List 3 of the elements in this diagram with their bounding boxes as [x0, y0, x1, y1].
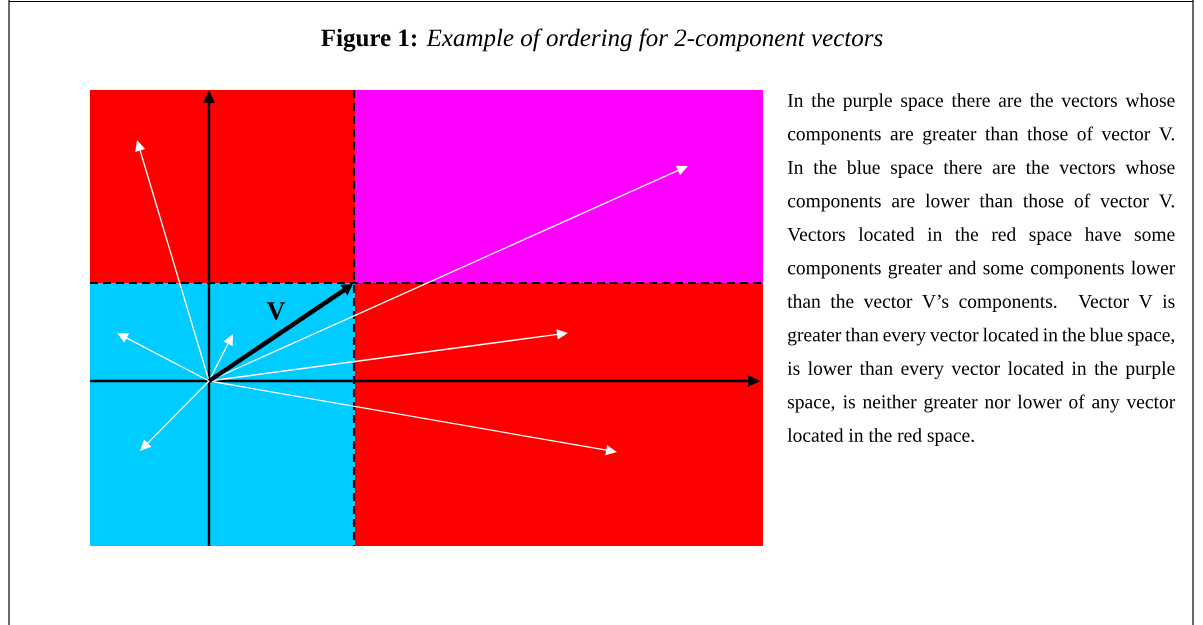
description-paragraph: In the purple space there are the vectors whose components are greater than those of vector V. In the blue space there are the vectors whose components are lower than those of vector V. Vectors located in the red space have some components greater and some components lower than the vector V’s components. Vector V is greater than every vector located in the blue space, is lower than every vector located in the purple space, is neither greater nor lower of any vector located in the red space. [787, 93, 1176, 446]
vector-label: V [266, 302, 286, 320]
figure-title: Figure 1: Example of ordering for 2-component vectors [321, 28, 883, 52]
